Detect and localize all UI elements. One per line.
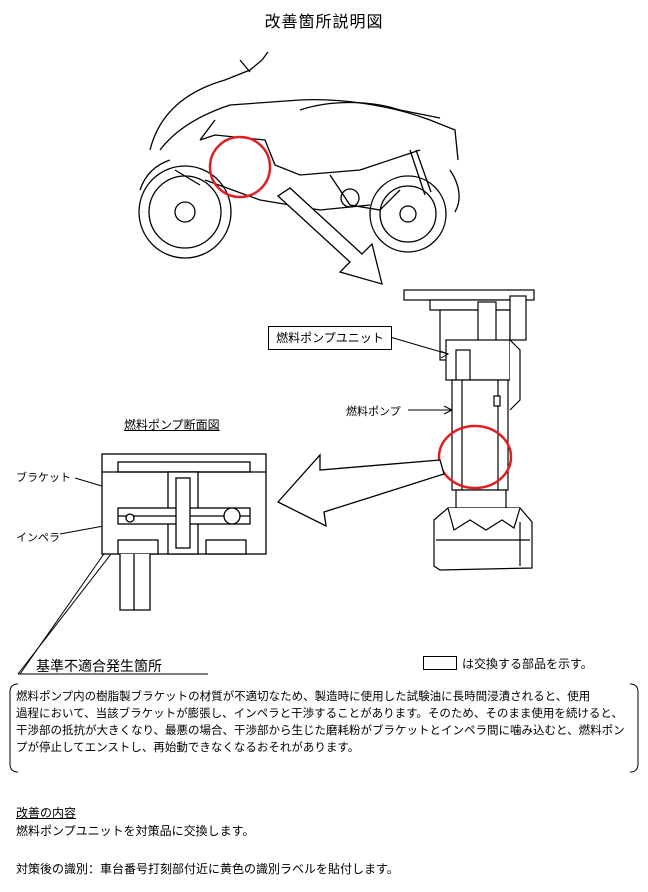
improvement-title: 改善の内容 [16,806,77,820]
defect-location-label: 基準不適合発生箇所 [36,659,162,675]
motorcycle-illustration [138,51,460,259]
motorcycle-highlight-circle [208,135,272,199]
bracket-label: ブラケット [16,471,71,484]
page-title: 改善箇所説明図 [264,12,384,31]
description-line: 燃料ポンプ内の樹脂製ブラケットの材質が不適切なため、製造時に使用した試験油に長時… [16,689,591,703]
arrow-to-pump-unit [276,187,383,285]
fuel-pump-label: 燃料ポンプ [346,405,401,418]
description-line: 干渉部の抵抗が大きくなり、最悪の場合、干渉部から生じた磨耗粉がブラケットとインペ… [16,723,625,737]
identification-text: 対策後の識別：車台番号打刻部付近に黄色の識別ラベルを貼付します。 [16,862,399,876]
description-text: 燃料ポンプ内の樹脂製ブラケットの材質が不適切なため、製造時に使用した試験油に長時… [16,688,628,756]
fuel-pump-unit-illustration [403,289,535,571]
improvement-body: 燃料ポンプユニットを対策品に交換します。 [16,824,255,838]
description-line: 過程において、当該ブラケットが膨張し、インペラと干渉することがあります。そのため… [16,706,623,720]
description-line: プが停止してエンストし、再始動できなくなるおそれがあります。 [16,740,360,754]
pump-cross-section [101,453,267,611]
arrow-to-section [276,453,445,528]
legend-text: は交換する部品を示す。 [462,657,593,671]
pump-highlight-circle [437,424,513,490]
cross-section-title: 燃料ポンプ断面図 [124,418,220,432]
legend-box [423,656,457,670]
impeller-label: インペラ [16,531,60,544]
fuel-pump-unit-label: 燃料ポンプユニット [268,326,392,350]
